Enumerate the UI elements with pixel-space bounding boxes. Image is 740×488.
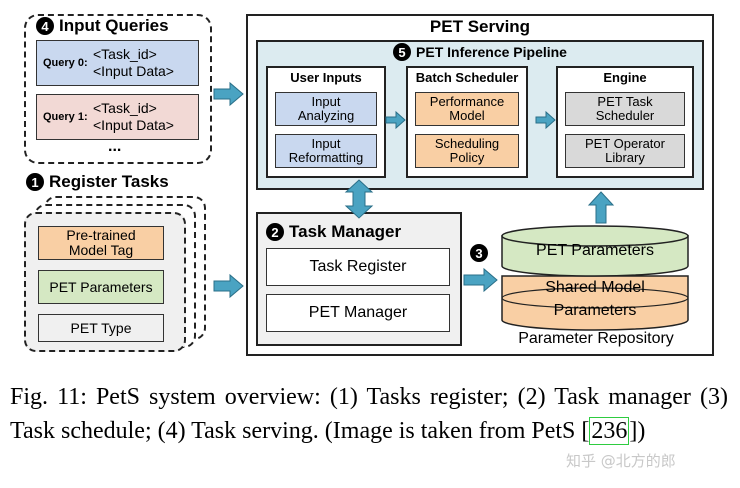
task-register-box: Task Register [266,248,450,286]
arrow-repository-to-engine [587,191,615,224]
step-5-badge: 5 [393,43,412,61]
engine-title: Engine [603,70,647,85]
query-1-box: Query 1: <Task_id> <Input Data> [36,94,199,140]
pet-parameters-box: PET Parameters [38,270,164,304]
user-inputs-title: User Inputs [290,70,362,85]
shared-model-parameters-inner-rim [501,287,689,309]
pet-type-box: PET Type [38,314,164,342]
query-0-label: Query 0: [43,57,88,69]
pet-serving-title: PET Serving [429,17,531,36]
arrow-task-manager-to-repository [463,267,498,293]
pet-task-scheduler-box: PET Task Scheduler [565,92,685,126]
step-1-badge: 1 [26,173,44,191]
step-3-badge-wrap: 3 [470,244,493,263]
arrow-scheduler-to-engine [535,110,556,130]
scheduling-policy-box: Scheduling Policy [415,134,519,168]
input-analyzing-box: Input Analyzing [275,92,377,126]
pet-parameters-layer-shape [501,235,689,277]
pretrained-model-tag-box: Pre-trained Model Tag [38,226,164,260]
more-queries-ellipsis: ... [108,138,122,155]
cylinder-top [501,225,689,247]
batch-scheduler-title: Batch Scheduler [415,70,519,85]
performance-model-box: Performance Model [415,92,519,126]
pet-operator-library-box: PET Operator Library [565,134,685,168]
parameter-repository-label: Parameter Repository [518,330,674,347]
step-2-badge: 2 [266,223,284,241]
query-0-box: Query 0: <Task_id> <Input Data> [36,40,199,86]
figure-caption: Fig. 11: PetS system overview: (1) Tasks… [10,380,728,448]
query-1-input-data: <Input Data> [93,117,174,133]
task-manager-title: 2 Task Manager [266,222,401,242]
arrow-pipeline-task-manager-bidirectional [344,179,374,219]
query-0-task-id: <Task_id> [93,46,157,62]
input-queries-title: 4 Input Queries [36,16,169,36]
pet-parameters-layer-label: PET Parameters [536,242,654,259]
arrow-queries-to-serving [213,81,244,107]
shared-model-parameters-layer-label: Shared Model Parameters [545,279,645,319]
step-3-badge: 3 [470,244,488,262]
arrow-register-to-serving [213,273,244,299]
caption-citation-link[interactable]: 236 [589,417,630,445]
input-reformatting-box: Input Reformatting [275,134,377,168]
step-4-badge: 4 [36,17,54,35]
query-0-input-data: <Input Data> [93,63,174,79]
watermark: 知乎 @北方的郎 [566,452,676,470]
register-tasks-title: 1 Register Tasks [26,172,169,192]
parameter-repository-cylinder [501,225,689,331]
inference-pipeline-title: 5 PET Inference Pipeline [256,43,704,61]
caption-text: Fig. 11: PetS system overview: (1) Tasks… [10,384,728,444]
arrow-user-inputs-to-scheduler [385,110,406,130]
query-1-task-id: <Task_id> [93,100,157,116]
query-1-label: Query 1: [43,111,88,123]
pet-manager-box: PET Manager [266,294,450,332]
caption-suffix: ]) [629,418,646,444]
